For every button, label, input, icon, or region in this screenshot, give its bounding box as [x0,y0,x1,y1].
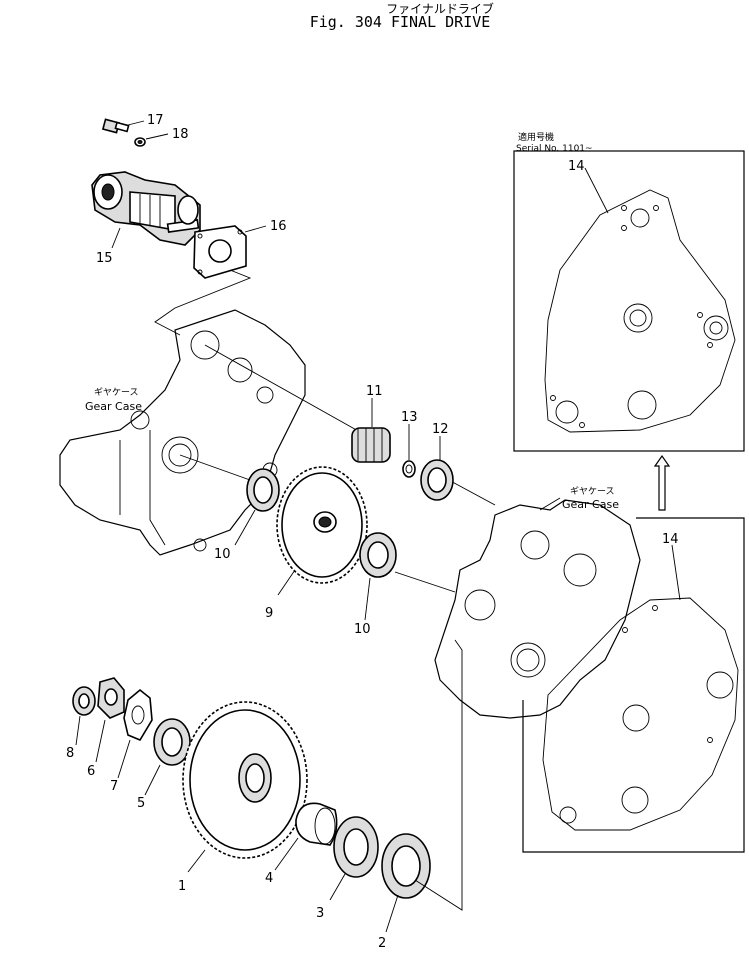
pinion-gear-11 [351,427,391,463]
inset-hole-center-inner [629,309,647,327]
bearing-10-upper [246,468,280,512]
callout-12: 12 [432,422,449,437]
callout-14-lower: 14 [662,532,679,547]
callout-7: 7 [110,779,118,794]
inset-bolt-c [621,225,627,231]
inset-gasket-14 [544,189,736,433]
gear-case-right-en: Gear Case [562,498,619,511]
bolt-17 [101,118,130,134]
gear-case-right-jp: ギヤケース [570,486,615,497]
inset-bolt-e [707,342,713,348]
callout-5: 5 [137,796,145,811]
gear-case-left-jp: ギヤケース [94,387,139,398]
gear-case-left [59,309,306,556]
hydraulic-motor-15 [91,171,201,246]
inset-bolt-f [550,395,556,401]
lock-washer-7 [123,688,153,742]
callout-3: 3 [316,906,324,921]
gasket-hole-lower [621,786,649,814]
inset-bolt-d [697,312,703,318]
callout-1: 1 [178,879,186,894]
bearing-8 [72,686,96,716]
inset-hole-center [623,303,653,333]
callout-13: 13 [401,410,418,425]
gasket-bolt-b [622,627,628,633]
bearing-12 [420,459,454,501]
washer-18 [134,137,146,147]
gasket-bolt-c [707,737,713,743]
gasket-hole-left [559,806,577,824]
title-japanese: ファイナルドライブ [386,2,494,16]
callout-10-lower: 10 [354,622,371,637]
inset-applicable-label: 適用号機 [518,131,554,143]
gasket-hole-right [706,671,734,699]
collar-4 [295,802,338,846]
gasket-14 [542,597,739,831]
page-title: Fig. 304 FINAL DRIVE [309,13,491,31]
inset-hole-lower [627,390,657,420]
inset-hole-right-inner [709,321,723,335]
callout-2: 2 [378,936,386,951]
final-gear-1 [182,701,308,859]
inset-bolt-a [621,205,627,211]
callout-16: 16 [270,219,287,234]
callout-6: 6 [87,764,95,779]
inset-hole-right [703,315,729,341]
gasket-bolt-a [652,605,658,611]
gasket-16 [193,225,247,279]
gear-case-right [434,499,641,719]
inset-frame [513,150,745,452]
callout-14-inset: 14 [568,159,585,174]
inset-bolt-b [653,205,659,211]
callout-9: 9 [265,606,273,621]
gear-9 [276,466,368,584]
bearing-10-lower [359,532,397,578]
inset-hole-top [630,208,650,228]
inset-bolt-g [579,422,585,428]
callout-8: 8 [66,746,74,761]
bearing-5 [153,718,191,766]
lower-right-frame [522,517,745,853]
callout-11: 11 [366,384,383,399]
inset-serial-label: Serial No. 1101~ [516,144,593,154]
bearing-3 [333,816,379,878]
callout-15: 15 [96,251,113,266]
callout-4: 4 [265,871,273,886]
bearing-2 [381,833,431,899]
inset-hole-lower-left [555,400,579,424]
gasket-hole-center [622,704,650,732]
arrow-up [653,454,671,511]
callout-10-upper: 10 [214,547,231,562]
callout-18: 18 [172,127,189,142]
callout-17: 17 [147,113,164,128]
lock-nut-6 [97,677,125,719]
snap-ring-13 [402,460,416,478]
gear-case-left-en: Gear Case [85,400,142,413]
